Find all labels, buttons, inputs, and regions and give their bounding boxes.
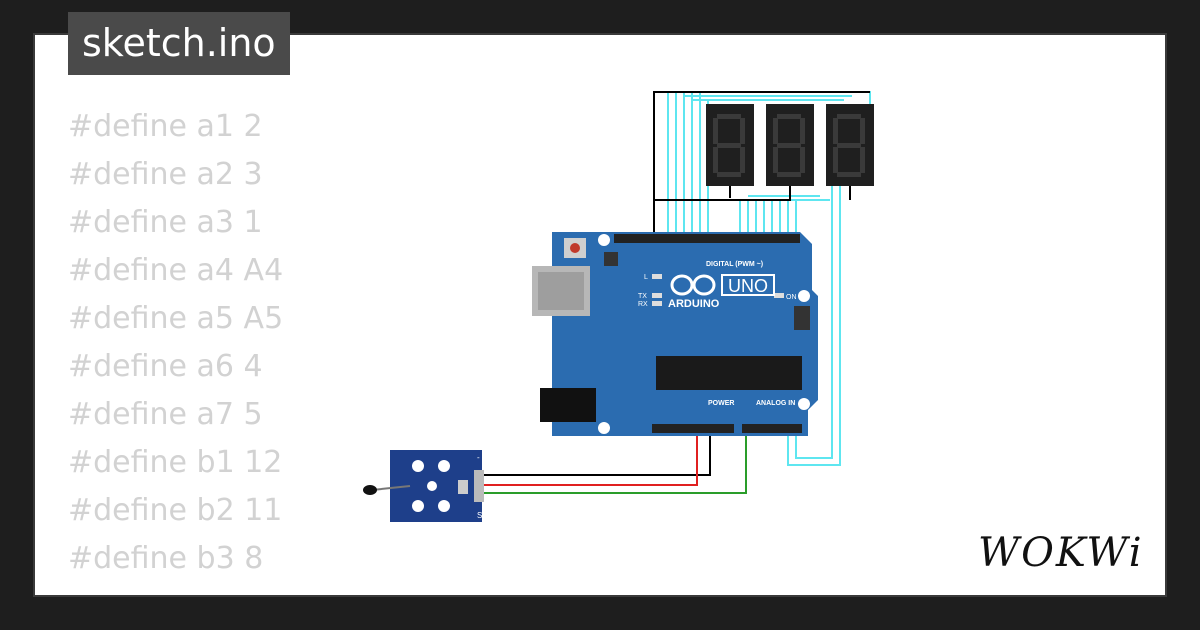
code-clip: #define a1 2 #define a2 3 #define a3 1 #… xyxy=(68,103,283,593)
power-jack-icon xyxy=(540,388,596,422)
code-line: #define b1 12 xyxy=(68,445,283,480)
board-brand-label: ARDUINO xyxy=(668,298,720,310)
code-line: #define a6 4 xyxy=(68,349,263,384)
code-line: #define b3 8 xyxy=(68,541,264,576)
led-rx-label: RX xyxy=(638,301,648,308)
seven-segment-display-1[interactable] xyxy=(706,104,754,186)
code-preview: #define a1 2 #define a2 3 #define a3 1 #… xyxy=(68,103,283,593)
wire-green xyxy=(480,430,747,494)
ntc-temperature-sensor-module[interactable]: S - xyxy=(363,450,484,522)
microcontroller-chip xyxy=(656,356,802,390)
digital-label: DIGITAL (PWM ~) xyxy=(706,261,763,268)
sensor-minus-label: - xyxy=(477,453,480,462)
thermistor-icon xyxy=(363,485,377,495)
code-line: #define a1 2 xyxy=(68,109,263,144)
code-line: #define a7 5 xyxy=(68,397,263,432)
code-line: #define b4 7 xyxy=(68,583,283,593)
board-model-label: UNO xyxy=(728,276,768,296)
seven-segment-display-2[interactable] xyxy=(766,104,814,186)
digital-header xyxy=(614,234,800,243)
wires-black xyxy=(480,91,870,476)
arduino-uno-board[interactable]: UNO ARDUINO DIGITAL (PWM ~) L TX RX ON P… xyxy=(532,232,818,436)
analog-header xyxy=(742,424,802,433)
led-tx-label: TX xyxy=(638,293,647,300)
power-header xyxy=(652,424,734,433)
wire-red xyxy=(480,430,698,486)
code-line: #define a5 A5 xyxy=(68,301,284,336)
sensor-s-label: S xyxy=(477,511,482,520)
code-line: #define a4 A4 xyxy=(68,253,284,288)
code-line: #define b2 11 xyxy=(68,493,283,528)
analog-label: ANALOG IN xyxy=(756,400,795,407)
code-line: #define a2 3 xyxy=(68,157,263,192)
led-l-label: L xyxy=(644,274,648,281)
led-on-label: ON xyxy=(786,294,797,301)
wokwi-logo: WOKWi xyxy=(978,530,1144,576)
code-line: #define a3 1 xyxy=(68,205,263,240)
arduino-logo-icon xyxy=(670,274,716,296)
file-tab[interactable]: sketch.ino xyxy=(68,12,290,75)
seven-segment-display-3[interactable] xyxy=(826,104,874,186)
power-label: POWER xyxy=(708,400,734,407)
